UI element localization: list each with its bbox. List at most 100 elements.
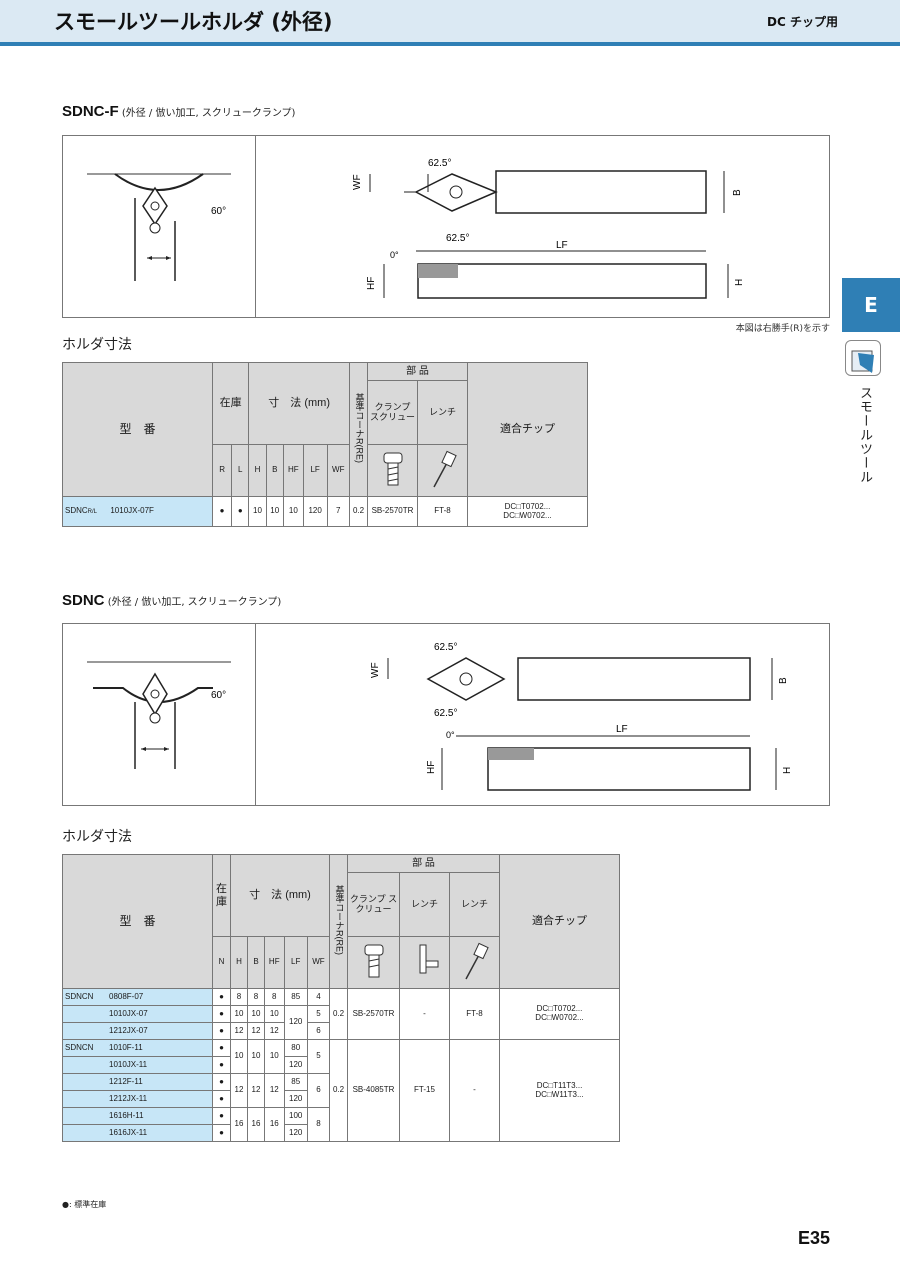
section1-wf-label: WF xyxy=(352,174,363,190)
col-hf: HF xyxy=(264,936,285,989)
footnote: ●: 標準在庫 xyxy=(62,1200,107,1209)
screw-value: SB-2570TR xyxy=(367,496,418,527)
col-wf: WF xyxy=(306,936,331,989)
section1-workpiece-sketch: 60° xyxy=(87,173,231,281)
section2-code: SDNC xyxy=(62,592,105,609)
section1-h-label: H xyxy=(734,279,745,286)
section1-holder-drawing: WF 62.5° 62.5° B LF 0° HF H xyxy=(352,158,745,299)
section2-spec-table: 型 番 在庫 寸 法 (mm) 基準コーナR(RE) 部 品 適合チップ クラン… xyxy=(62,854,620,1142)
dim-b: 10 xyxy=(265,496,284,527)
chapter-tab[interactable]: E xyxy=(842,278,900,332)
insert-header: 適合チップ xyxy=(467,362,588,497)
section2-angle-top: 62.5° xyxy=(434,642,457,653)
section2-figure: 60° 62.5° 62.5° WF B LF 0° HF H xyxy=(62,623,830,806)
col-lf: LF xyxy=(302,444,328,497)
col-h: H xyxy=(230,936,248,989)
wrench2-header: レンチ xyxy=(449,872,500,937)
page-number: E35 xyxy=(797,1228,830,1248)
section1-sixty-label: 60° xyxy=(211,206,226,217)
dims-header: 寸 法 (mm) xyxy=(248,362,350,445)
section1-note: 本図は右勝手(R)を示す xyxy=(735,324,830,334)
parts-header: 部 品 xyxy=(347,854,500,873)
section1-angle-bottom: 62.5° xyxy=(446,233,469,244)
corner-header: 基準コーナR(RE) xyxy=(334,885,345,956)
section1-b-label: B xyxy=(732,189,743,196)
dim-h: 10 xyxy=(248,496,267,527)
section1-code: SDNC-F xyxy=(62,103,119,120)
wrench-icon xyxy=(449,936,500,989)
section2-hf-label: HF xyxy=(426,761,437,774)
page-subtitle: DC チップ用 xyxy=(767,15,838,29)
corner-value: 0.2 xyxy=(349,496,368,527)
section2-table-heading: ホルダ寸法 xyxy=(62,829,132,845)
col-wf: WF xyxy=(326,444,351,497)
table-row: 1212F-11 ● 12 12 12 85 6 xyxy=(62,1073,620,1108)
stock-l: ● xyxy=(231,496,250,527)
insert-value: DC□T0702...DC□W0702... xyxy=(499,988,620,1040)
small-tool-icon xyxy=(845,340,881,376)
section2-holder-drawing: 62.5° 62.5° WF B LF 0° HF H xyxy=(370,642,793,791)
col-b: B xyxy=(247,936,265,989)
table-row: 1212JX-11 ● 120 xyxy=(62,1090,620,1108)
wrench-icon xyxy=(417,444,468,497)
col-n: N xyxy=(212,936,231,989)
col-h: H xyxy=(248,444,267,497)
section2-wf-label: WF xyxy=(370,662,381,678)
section2-lf-label: LF xyxy=(616,724,628,735)
section1-spec-table: 型 番 在庫 寸 法 (mm) 基準コーナR(RE) 部 品 適合チップ クラン… xyxy=(62,362,588,527)
col-b: B xyxy=(265,444,284,497)
col-hf: HF xyxy=(282,444,304,497)
l-wrench-icon xyxy=(399,936,450,989)
section2-zero-label: 0° xyxy=(446,730,455,740)
wrench-header: レンチ xyxy=(417,380,468,445)
dim-wf: 7 xyxy=(326,496,351,527)
section1-angle-top: 62.5° xyxy=(428,158,451,169)
table-row: 1616JX-11 ● 120 xyxy=(62,1124,620,1142)
table-row: SDNCR/L 1010JX-07F ● ● 10 10 10 120 7 0.… xyxy=(62,496,588,527)
col-l: L xyxy=(231,444,250,497)
insert-value: DC□T0702...DC□W0702... xyxy=(467,496,588,527)
wrench2-value: FT-8 xyxy=(449,988,500,1040)
section2-b-label: B xyxy=(778,677,789,684)
section1-title: SDNC-F (外径 / 倣い加工, スクリュークランプ) xyxy=(62,103,295,120)
parts-header: 部 品 xyxy=(367,362,468,381)
table-row: 1010JX-07 ● 10 10 10 120 5 xyxy=(62,1005,620,1040)
section1-figure: 60° WF 62.5° 62.5° B LF 0° HF H xyxy=(62,135,830,318)
screw-value: SB-2570TR xyxy=(347,988,400,1040)
wrench1-header: レンチ xyxy=(399,872,450,937)
table-row: 1212JX-07 ● 12 12 12 6 xyxy=(62,1022,620,1040)
corner-header: 基準コーナR(RE) xyxy=(354,393,365,464)
section1-lf-label: LF xyxy=(556,240,568,251)
section2-angle-bottom: 62.5° xyxy=(434,708,457,719)
model-cell: SDNCR/L 1010JX-07F xyxy=(62,496,213,527)
section1-hf-label: HF xyxy=(366,277,377,290)
col-lf: LF xyxy=(283,936,308,989)
section2-workpiece-sketch: 60° xyxy=(87,661,231,769)
section2-sixty-label: 60° xyxy=(211,690,226,701)
section2-desc: (外径 / 倣い加工, スクリュークランプ) xyxy=(104,597,282,608)
stock-header: 在庫 xyxy=(212,854,231,937)
page-title: スモールツールホルダ (外径) xyxy=(54,10,333,34)
section2-h-label: H xyxy=(782,767,793,774)
page-header: スモールツールホルダ (外径) DC チップ用 xyxy=(0,0,900,46)
stock-header: 在庫 xyxy=(211,362,250,445)
table-row: 1010JX-11 ● 120 xyxy=(62,1056,620,1074)
dims-header: 寸 法 (mm) xyxy=(230,854,330,937)
screw-icon xyxy=(347,936,400,989)
screw-icon xyxy=(367,444,418,497)
corner-value: 0.2 xyxy=(329,988,348,1040)
section1-table-heading: ホルダ寸法 xyxy=(62,337,132,353)
model-header: 型 番 xyxy=(62,854,213,989)
model-header: 型 番 xyxy=(62,362,213,497)
wrench1-value: - xyxy=(399,988,450,1040)
section1-desc: (外径 / 倣い加工, スクリュークランプ) xyxy=(118,108,296,119)
chapter-label: スモールツール xyxy=(857,386,872,484)
dim-hf: 10 xyxy=(282,496,304,527)
stock-r: ● xyxy=(211,496,233,527)
wrench-value: FT-8 xyxy=(417,496,468,527)
dim-lf: 120 xyxy=(302,496,328,527)
clamp-header: クランプ スクリュー xyxy=(347,872,400,937)
